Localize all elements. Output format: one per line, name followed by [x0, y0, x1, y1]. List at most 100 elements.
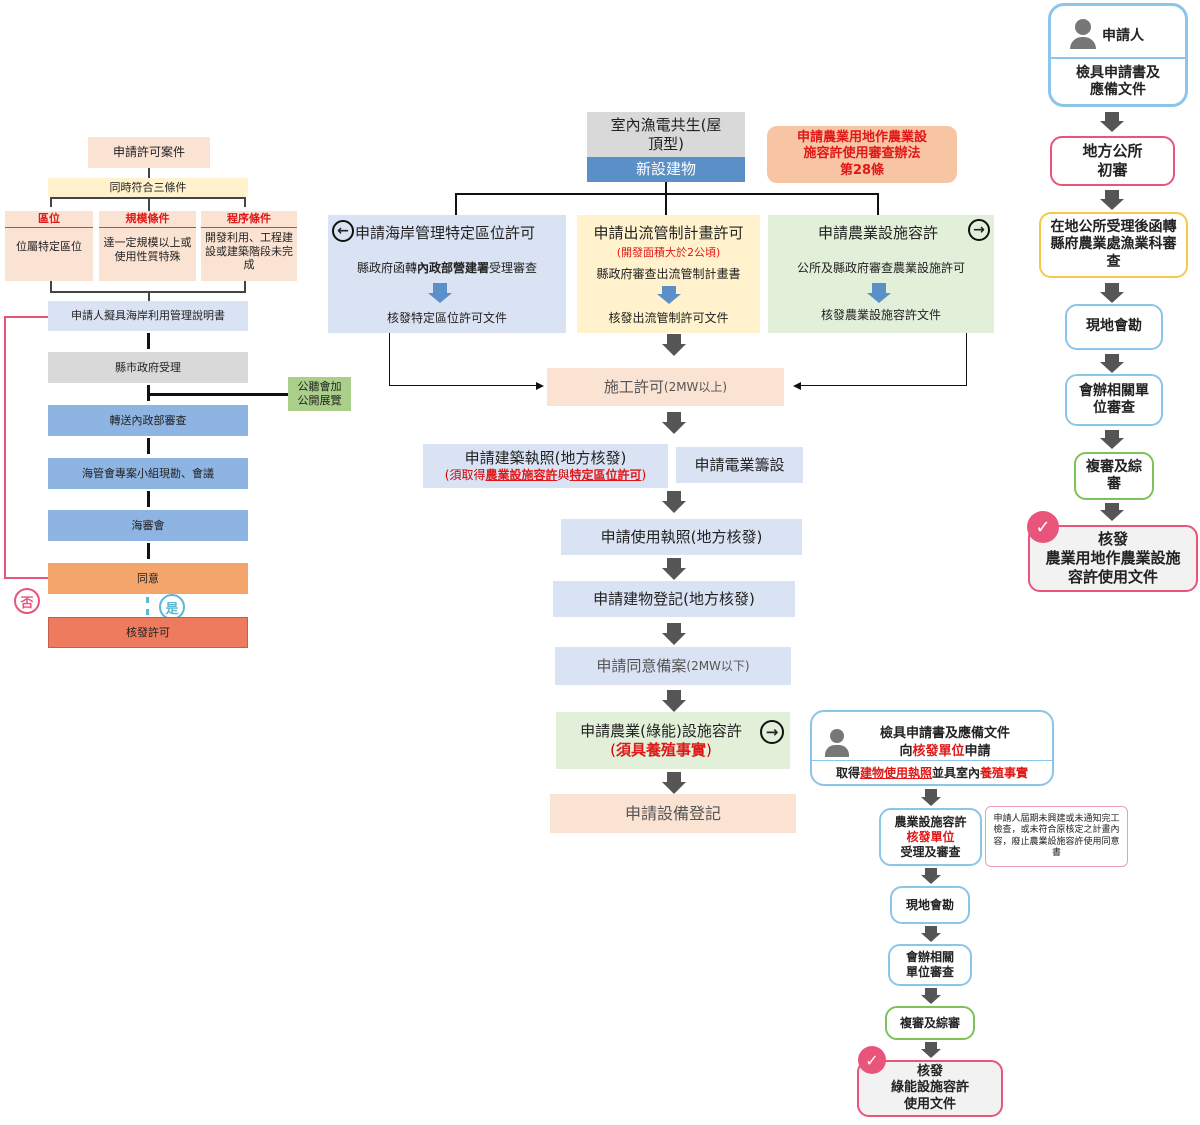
flow-arrow [1100, 292, 1124, 303]
flow-arrow [667, 623, 681, 633]
condition-procedure-head: 程序條件 [201, 211, 297, 228]
build-permit-box: 申請建築執照(地方核發) (須取得農業設施容許與特定區位許可) [423, 444, 668, 488]
joint-box-right: 會辦相關單位審查 [1065, 374, 1163, 426]
flow-arrow [667, 772, 681, 782]
flow-arrow [1105, 112, 1119, 121]
connector [148, 197, 150, 211]
down-arrow-icon [433, 283, 447, 293]
docs-divider [812, 760, 1052, 761]
step-transfer: 轉送內政部審查 [48, 405, 248, 436]
build-note-c: 與 [557, 467, 570, 482]
flow-arrow [662, 501, 686, 513]
condition-scale: 規模條件 達一定規模以上或使用性質特殊 [99, 211, 196, 281]
equip-box: 申請設備登記 [550, 794, 796, 833]
hearing-box: 公聽會加公開展覽 [288, 377, 351, 411]
docs-box [810, 710, 1054, 786]
docs-line3: 取得建物使用執照並具室內養殖事實 [812, 764, 1052, 781]
connector [147, 491, 150, 507]
connector [389, 333, 539, 386]
flow-arrow [667, 690, 681, 700]
review-b: 核發單位 [906, 829, 955, 844]
forward-box: 在地公所受理後函轉縣府農業處漁業科審查 [1039, 212, 1188, 278]
docs-line1: 檢具申請書及應備文件 [879, 726, 1010, 741]
step-committee-label: 海管會專案小組現勘、會議 [82, 466, 214, 480]
case-label: 申請許可案件 [112, 145, 185, 159]
agri-desc: 公所及縣政府審查農業設施許可 [796, 261, 965, 275]
step-review: 海審會 [48, 510, 248, 541]
coastal-result: 核發特定區位許可文件 [386, 311, 507, 325]
office-box: 地方公所初審 [1050, 136, 1175, 186]
review-box: 農業設施容許 核發單位 受理及審查 [879, 808, 982, 866]
check-icon: ✓ [1027, 511, 1059, 543]
joint-box: 會辦相關單位審查 [888, 944, 972, 986]
review-c: 受理及審查 [900, 844, 961, 859]
condition-scale-body: 達一定規模以上或使用性質特殊 [103, 235, 192, 263]
docs-line2c: 申請 [964, 744, 991, 759]
connector [665, 182, 667, 194]
docs-line2a: 向 [899, 744, 913, 759]
flow-arrow [921, 995, 941, 1004]
case-box: 申請許可案件 [88, 137, 210, 168]
arrow-right-icon [536, 382, 544, 390]
consent-label: 申請同意備案 [596, 656, 687, 675]
condition-scale-head: 規模條件 [99, 211, 196, 228]
flow-arrow [667, 558, 681, 568]
person-icon [1075, 19, 1091, 35]
down-arrow-icon [662, 286, 676, 294]
build-permit-note: (須取得農業設施容許與特定區位許可) [445, 468, 646, 483]
review-a: 農業設施容許 [894, 814, 967, 829]
docs-label-box: 檢具申請書及應備文件 [1051, 60, 1185, 104]
construct-small: (2MW以上) [663, 379, 728, 394]
green-permit-box: 申請農業(綠能)設施容許 (須具養殖事實) [556, 712, 790, 769]
person-icon-body [825, 745, 849, 757]
site-box-right: 現地會勘 [1065, 304, 1163, 350]
applicant-divider [1051, 57, 1185, 59]
check-icon: ✓ [858, 1046, 886, 1074]
hearing-connector [150, 393, 288, 396]
connector [147, 333, 150, 349]
flow-arrow [667, 334, 681, 344]
step-review-label: 海審會 [131, 518, 165, 532]
no-label: 否 [20, 595, 34, 611]
coastal-title: 申請海岸管理特定區位許可 [355, 224, 536, 242]
site-label: 現地會勘 [905, 897, 954, 912]
flow-arrow [925, 868, 937, 875]
joint-label: 會辦相關單位審查 [905, 950, 954, 979]
arrow-left-icon: ← [332, 220, 354, 242]
flow-arrow [1100, 199, 1124, 210]
flow-arrow [667, 412, 681, 422]
flow-arrow [1105, 430, 1119, 438]
docs-line3a: 取得 [835, 766, 860, 780]
applicant-label: 申請人 [1102, 28, 1144, 44]
connector [665, 193, 667, 215]
use-permit-box: 申請使用執照(地方核發) [561, 519, 802, 555]
flow-arrow [662, 782, 686, 794]
runoff-desc: 縣政府審查出流管制計畫書 [596, 267, 741, 281]
coastal-desc-b: 內政部營建署 [416, 261, 489, 275]
step-approve-label: 同意 [137, 571, 159, 585]
flow-arrow [662, 568, 686, 580]
office-label: 地方公所初審 [1082, 142, 1143, 179]
no-loop-line [4, 316, 48, 579]
runoff-permit-box [577, 215, 760, 333]
flow-arrow [1105, 503, 1119, 510]
step-committee: 海管會專案小組現勘、會議 [48, 458, 248, 489]
hearing-label: 公聽會加公開展覽 [297, 380, 342, 407]
three-label: 同時符合三條件 [109, 180, 187, 194]
down-arrow-icon [657, 294, 681, 304]
connector [147, 385, 150, 401]
flow-arrow [1105, 283, 1119, 292]
step-issue: 核發許可 [48, 617, 248, 648]
flow-arrow [1100, 510, 1124, 521]
down-arrow-icon [872, 283, 886, 293]
arrow-right-icon: → [968, 219, 990, 241]
docs-line2b: 核發單位 [912, 744, 965, 759]
step-issue-label: 核發許可 [126, 625, 170, 639]
green-permit-title: 申請農業(綠能)設施容許 [580, 721, 742, 740]
flow-arrow [925, 1042, 937, 1049]
top-title: 室內漁電共生(屋頂型) [610, 115, 722, 153]
flow-arrow [662, 344, 686, 356]
issue-b-right: 農業用地作農業設施容許使用文件 [1045, 549, 1181, 586]
flow-arrow [921, 875, 941, 884]
joint-label-right: 會辦相關單位審查 [1079, 382, 1149, 417]
